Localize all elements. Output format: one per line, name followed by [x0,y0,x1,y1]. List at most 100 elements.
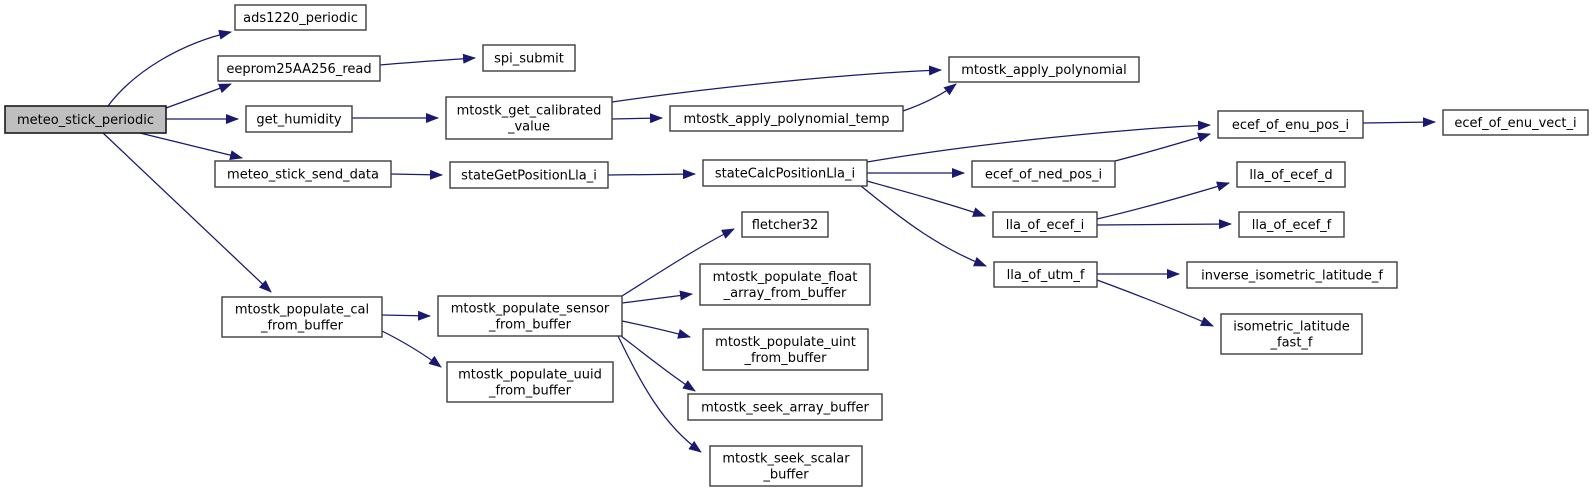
node-meteo_stick_send_data[interactable]: meteo_stick_send_data [214,160,392,188]
edge-mtostk_populate_sensor_from_buffer--mtostk_seek_scalar_buffer [617,335,702,453]
edge-stateCalcPositionLla_i--lla_of_utm_f [860,185,987,267]
edge-meteo_stick_periodic--ads1220_periodic [107,29,232,107]
edge-mtostk_populate_cal_from_buffer--mtostk_populate_uuid_from_buffer [381,330,442,368]
node-box[interactable] [1442,109,1589,136]
node-mtostk_seek_array_buffer[interactable]: mtostk_seek_array_buffer [687,393,883,421]
node-box[interactable] [669,105,904,132]
edge-mtostk_populate_sensor_from_buffer--fletcher32 [621,228,735,297]
node-label: ecef_of_enu_pos_i [1232,118,1349,133]
node-ecef_of_enu_vect_i[interactable]: ecef_of_enu_vect_i [1442,109,1589,136]
node-spi_submit[interactable]: spi_submit [482,44,576,72]
node-ecef_of_ned_pos_i[interactable]: ecef_of_ned_pos_i [971,160,1116,188]
node-box[interactable] [445,96,613,140]
node-label: _buffer [762,468,809,483]
node-label: mtostk_populate_sensor [451,302,610,317]
node-fletcher32[interactable]: fletcher32 [741,211,829,238]
root-node-box [4,105,167,134]
node-label: mtostk_get_calibrated [457,104,602,119]
node-label: mtostk_populate_uuid [458,368,602,383]
node-isometric_latitude_fast_f[interactable]: isometric_latitude_fast_f [1220,313,1363,355]
node-label: spi_submit [494,52,564,67]
edge-meteo_stick_send_data--stateGetPositionLla_i [390,169,443,180]
node-mtostk_apply_polynomial[interactable]: mtostk_apply_polynomial [948,56,1140,83]
node-box[interactable] [482,44,576,72]
node-box[interactable] [702,159,868,187]
node-box[interactable] [1217,110,1364,139]
node-label: stateGetPositionLla_i [461,169,597,184]
node-lla_of_ecef_i[interactable]: lla_of_ecef_i [992,211,1098,238]
node-mtostk_populate_sensor_from_buffer[interactable]: mtostk_populate_sensor_from_buffer [437,295,623,337]
node-box[interactable] [1220,313,1363,355]
edges-layer [102,29,1436,453]
edge-lla_of_ecef_i--lla_of_ecef_d [1096,181,1230,220]
node-label: _fast_f [1270,336,1313,351]
node-box[interactable] [245,105,353,133]
edge-eeprom25AA256_read--spi_submit [379,53,476,66]
node-mtostk_apply_polynomial_temp[interactable]: mtostk_apply_polynomial_temp [669,105,904,132]
node-mtostk_seek_scalar_buffer[interactable]: mtostk_seek_scalar_buffer [709,445,863,487]
node-label: fletcher32 [752,218,819,233]
node-mtostk_populate_cal_from_buffer[interactable]: mtostk_populate_cal_from_buffer [221,296,383,338]
edge-mtostk_populate_sensor_from_buffer--mtostk_populate_uint_from_buffer [621,320,691,339]
node-mtostk_populate_uuid_from_buffer[interactable]: mtostk_populate_uuid_from_buffer [446,361,614,403]
node-label: mtostk_seek_scalar [722,452,850,467]
node-box[interactable] [741,211,829,238]
node-box[interactable] [948,56,1140,83]
node-label: _from_buffer [488,384,572,399]
edge-mtostk_populate_sensor_from_buffer--mtostk_seek_array_buffer [620,335,696,392]
node-stateGetPositionLla_i[interactable]: stateGetPositionLla_i [449,161,609,189]
node-label: mtostk_seek_array_buffer [701,401,869,416]
nodes-layer: meteo_stick_periodic ads1220_periodiceepr… [4,4,1589,487]
node-box[interactable] [214,160,392,188]
edge-stateCalcPositionLla_i--lla_of_ecef_i [866,180,986,217]
node-box[interactable] [449,161,609,189]
node-stateCalcPositionLla_i[interactable]: stateCalcPositionLla_i [702,159,868,187]
node-meteo_stick_periodic: meteo_stick_periodic [4,105,167,134]
node-label: lla_of_ecef_f [1252,218,1332,233]
node-label: ads1220_periodic [243,11,358,26]
node-box[interactable] [1186,261,1398,289]
node-box[interactable] [709,445,863,487]
edge-ecef_of_enu_pos_i--ecef_of_enu_vect_i [1362,117,1436,128]
edge-stateGetPositionLla_i--stateCalcPositionLla_i [607,169,696,180]
node-inverse_isometric_latitude_f[interactable]: inverse_isometric_latitude_f [1186,261,1398,289]
node-label: mtostk_apply_polynomial [961,63,1126,78]
node-mtostk_get_calibrated_value[interactable]: mtostk_get_calibrated_value [445,96,613,140]
node-ads1220_periodic[interactable]: ads1220_periodic [234,4,367,31]
node-label: meteo_stick_send_data [227,168,379,183]
edge-mtostk_get_calibrated_value--mtostk_apply_polynomial [611,65,942,103]
node-box[interactable] [687,393,883,421]
node-box[interactable] [234,4,367,31]
edge-stateCalcPositionLla_i--ecef_of_enu_pos_i [866,120,1211,163]
node-get_humidity[interactable]: get_humidity [245,105,353,133]
node-lla_of_utm_f[interactable]: lla_of_utm_f [993,261,1098,288]
node-box[interactable] [1238,211,1345,238]
node-box[interactable] [699,263,871,306]
node-lla_of_ecef_f[interactable]: lla_of_ecef_f [1238,211,1345,238]
node-mtostk_populate_float_array_from_buffer[interactable]: mtostk_populate_float_array_from_buffer [699,263,871,306]
node-box[interactable] [221,296,383,338]
edge-meteo_stick_periodic--meteo_stick_send_data [139,132,243,160]
node-label: lla_of_ecef_d [1249,168,1332,183]
node-label: lla_of_ecef_i [1006,218,1085,233]
node-lla_of_ecef_d[interactable]: lla_of_ecef_d [1236,161,1346,188]
node-label: stateCalcPositionLla_i [715,167,855,182]
node-box[interactable] [992,211,1098,238]
node-ecef_of_enu_pos_i[interactable]: ecef_of_enu_pos_i [1217,110,1364,139]
node-label: isometric_latitude [1233,320,1350,335]
node-box[interactable] [217,55,381,82]
node-eeprom25AA256_read[interactable]: eeprom25AA256_read [217,55,381,82]
node-box[interactable] [993,261,1098,288]
node-label: _value [507,120,550,135]
node-mtostk_populate_uint_from_buffer[interactable]: mtostk_populate_uint_from_buffer [702,328,869,371]
node-label: meteo_stick_periodic [17,113,154,128]
node-label: _array_from_buffer [723,286,847,301]
node-box[interactable] [702,328,869,371]
node-box[interactable] [437,295,623,337]
edge-ecef_of_ned_pos_i--ecef_of_enu_pos_i [1114,132,1211,162]
node-label: ecef_of_enu_vect_i [1454,116,1576,131]
edge-meteo_stick_periodic--eeprom25AA256_read [165,83,232,109]
node-box[interactable] [446,361,614,403]
node-box[interactable] [971,160,1116,188]
node-box[interactable] [1236,161,1346,188]
